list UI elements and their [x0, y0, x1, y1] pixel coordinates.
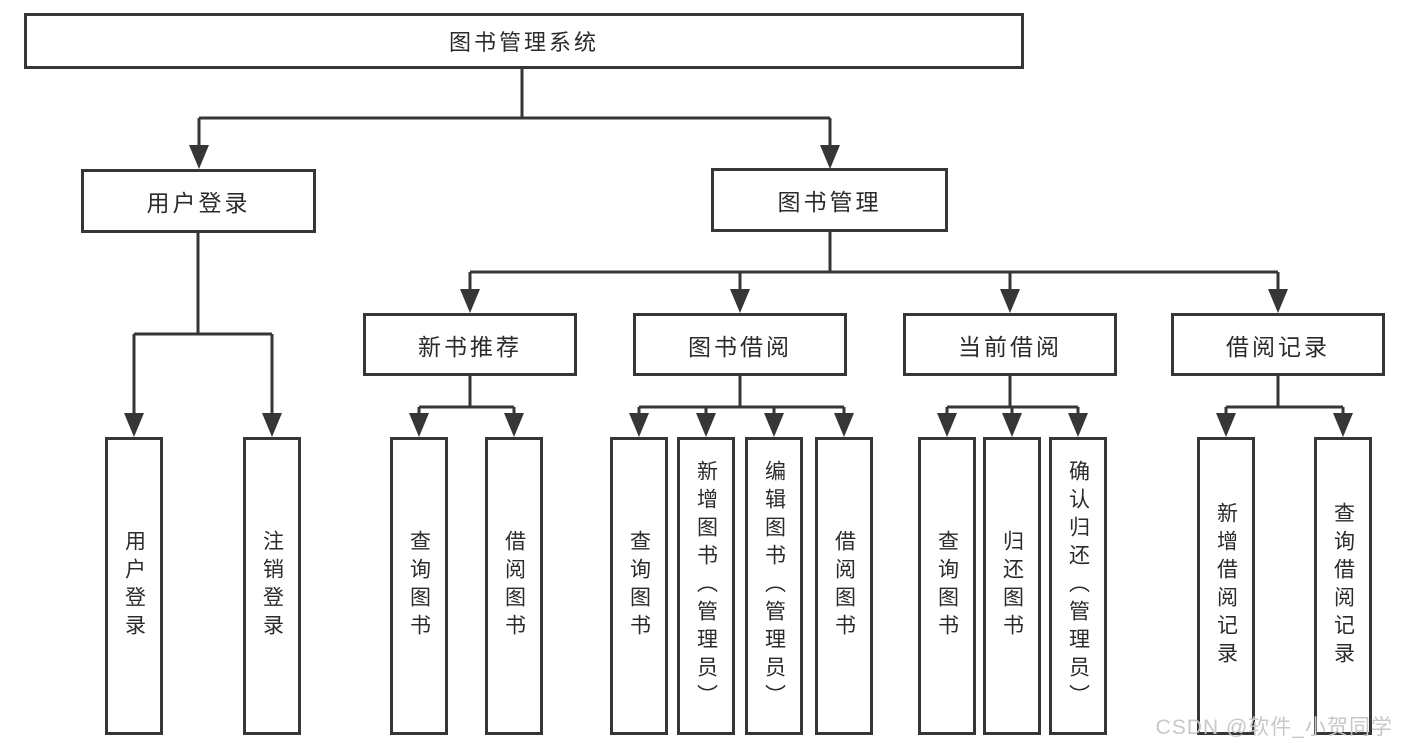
node-new-book-recommend: 新书推荐	[363, 313, 577, 376]
arrow-down-icon	[730, 289, 750, 313]
arrow-down-icon	[1216, 413, 1236, 437]
arrow-down-icon	[820, 145, 840, 169]
leaf-query-borrow-record: 查询借阅记录	[1314, 437, 1372, 735]
arrow-down-icon	[834, 413, 854, 437]
leaf-borrow-books-recommend: 借阅图书	[485, 437, 543, 735]
connector-bookmgmt-to-level3	[468, 232, 1280, 293]
node-book-management: 图书管理	[711, 168, 948, 232]
leaf-edit-books-admin: 编辑图书（管理员）	[745, 437, 803, 735]
arrow-down-icon	[409, 413, 429, 437]
node-user-login: 用户登录	[81, 169, 316, 233]
node-library-management-system: 图书管理系统	[24, 13, 1024, 69]
arrow-down-icon	[124, 413, 144, 437]
leaf-borrow-books: 借阅图书	[815, 437, 873, 735]
arrow-down-icon	[189, 145, 209, 169]
leaf-query-books-borrow: 查询图书	[610, 437, 668, 735]
arrow-down-icon	[460, 289, 480, 313]
arrow-down-icon	[1000, 289, 1020, 313]
connector-userlogin-to-leaves	[132, 233, 274, 417]
node-current-borrow: 当前借阅	[903, 313, 1117, 376]
leaf-logout: 注销登录	[243, 437, 301, 735]
arrow-down-icon	[1002, 413, 1022, 437]
connector-bookborrow-to-leaves	[637, 376, 846, 417]
arrow-down-icon	[504, 413, 524, 437]
leaf-add-books-admin: 新增图书（管理员）	[677, 437, 735, 735]
connector-currentborrow-to-leaves	[945, 376, 1080, 417]
arrow-down-icon	[696, 413, 716, 437]
node-book-borrow: 图书借阅	[633, 313, 847, 376]
node-borrow-record: 借阅记录	[1171, 313, 1385, 376]
leaf-query-books-current: 查询图书	[918, 437, 976, 735]
connector-newbook-to-leaves	[417, 376, 516, 417]
connector-root-to-level2	[197, 69, 832, 149]
arrow-down-icon	[629, 413, 649, 437]
arrow-down-icon	[262, 413, 282, 437]
arrow-down-icon	[1268, 289, 1288, 313]
leaf-add-borrow-record: 新增借阅记录	[1197, 437, 1255, 735]
leaf-confirm-return-admin: 确认归还（管理员）	[1049, 437, 1107, 735]
leaf-user-login: 用户登录	[105, 437, 163, 735]
arrow-down-icons	[124, 145, 1353, 437]
leaf-query-books-recommend: 查询图书	[390, 437, 448, 735]
arrow-down-icon	[1068, 413, 1088, 437]
connector-borrowrecord-to-leaves	[1224, 376, 1345, 417]
arrow-down-icon	[764, 413, 784, 437]
arrow-down-icon	[937, 413, 957, 437]
arrow-down-icon	[1333, 413, 1353, 437]
csdn-watermark: CSDN @软件_小贺同学	[1155, 716, 1393, 739]
leaf-return-books: 归还图书	[983, 437, 1041, 735]
